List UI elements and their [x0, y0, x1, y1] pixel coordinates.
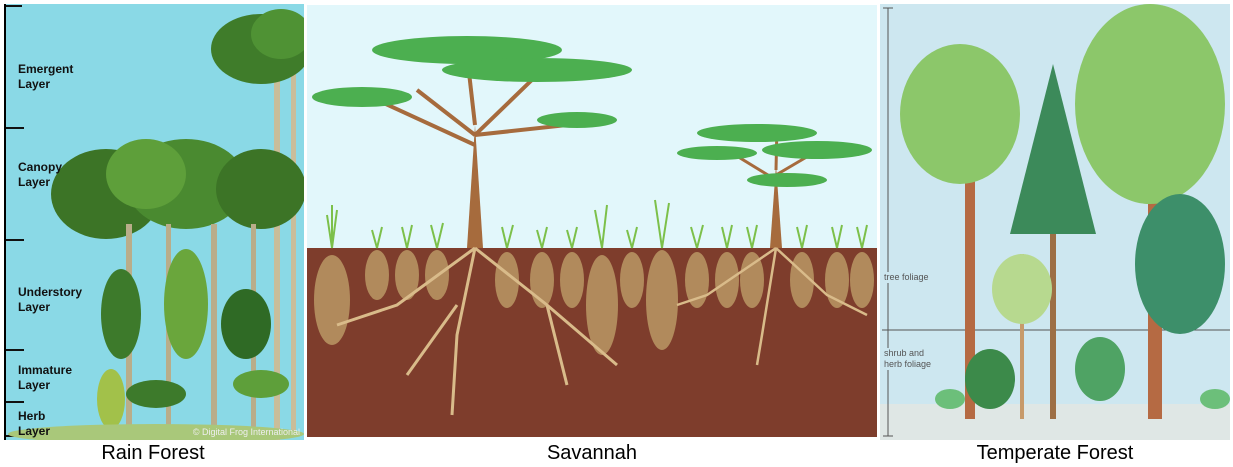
copyright-text: © Digital Frog International [193, 427, 300, 437]
temperate-forest-illustration [880, 4, 1230, 440]
temperate-forest-panel: tree foliage shrub and herb foliage [880, 4, 1230, 440]
temperate-forest-caption: Temperate Forest [880, 442, 1230, 465]
rain-forest-caption: Rain Forest [4, 442, 302, 465]
tree-foliage-label: tree foliage [884, 272, 929, 283]
savannah-caption: Savannah [307, 442, 877, 465]
shrub-herb-foliage-label: shrub and herb foliage [884, 348, 934, 370]
savannah-panel [307, 5, 877, 437]
savannah-illustration [307, 5, 877, 437]
